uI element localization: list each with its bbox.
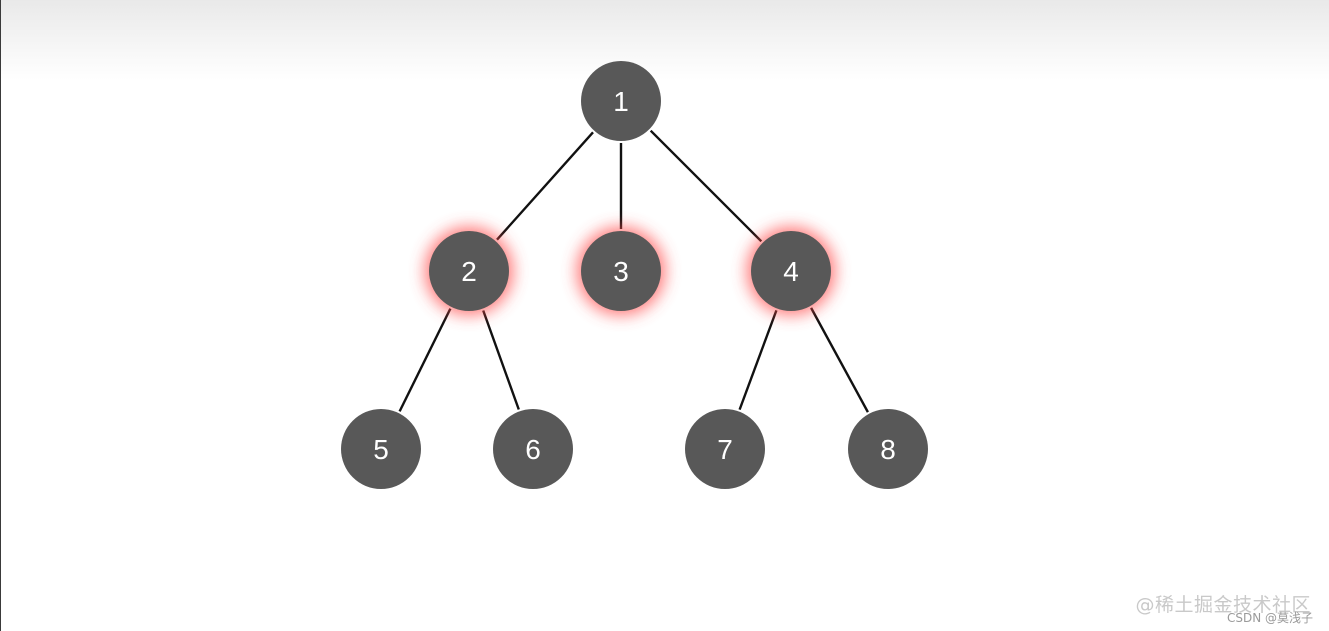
edge-1-4 bbox=[649, 129, 763, 243]
edges-layer bbox=[398, 129, 869, 413]
node-3-label: 3 bbox=[613, 256, 629, 287]
node-5-circle bbox=[341, 409, 421, 489]
node-8-label: 8 bbox=[880, 434, 896, 465]
tree-node-4: 4 bbox=[747, 227, 835, 315]
nodes-layer: 1 2 3 4 5 6 7 8 bbox=[341, 61, 928, 489]
node-1-label: 1 bbox=[613, 86, 629, 117]
node-6-circle bbox=[493, 409, 573, 489]
watermark-juejin: @稀土掘金技术社区 bbox=[1135, 594, 1311, 616]
edge-1-2 bbox=[496, 131, 594, 241]
node-5-label: 5 bbox=[373, 434, 389, 465]
node-7-circle bbox=[685, 409, 765, 489]
tree-node-1: 1 bbox=[581, 61, 661, 141]
edge-4-7 bbox=[738, 309, 778, 411]
tree-node-6: 6 bbox=[493, 409, 573, 489]
node-8-circle bbox=[848, 409, 928, 489]
tree-node-8: 8 bbox=[848, 409, 928, 489]
tree-node-5: 5 bbox=[341, 409, 421, 489]
top-fade-band bbox=[0, 0, 1329, 80]
node-3-circle bbox=[581, 231, 661, 311]
edge-2-5 bbox=[398, 308, 452, 412]
tree-node-2: 2 bbox=[425, 227, 513, 315]
tree-node-3: 3 bbox=[577, 227, 665, 315]
edge-4-8 bbox=[810, 307, 869, 413]
node-1-circle bbox=[581, 61, 661, 141]
edge-2-6 bbox=[482, 310, 520, 410]
node-4-circle bbox=[751, 231, 831, 311]
node-6-label: 6 bbox=[525, 434, 541, 465]
node-4-label: 4 bbox=[783, 256, 799, 287]
left-border-line bbox=[0, 0, 1, 631]
node-7-label: 7 bbox=[717, 434, 733, 465]
node-2-label: 2 bbox=[461, 256, 477, 287]
tree-node-7: 7 bbox=[685, 409, 765, 489]
node-2-circle bbox=[429, 231, 509, 311]
watermark-csdn: CSDN @莫浅子 bbox=[1226, 611, 1313, 625]
